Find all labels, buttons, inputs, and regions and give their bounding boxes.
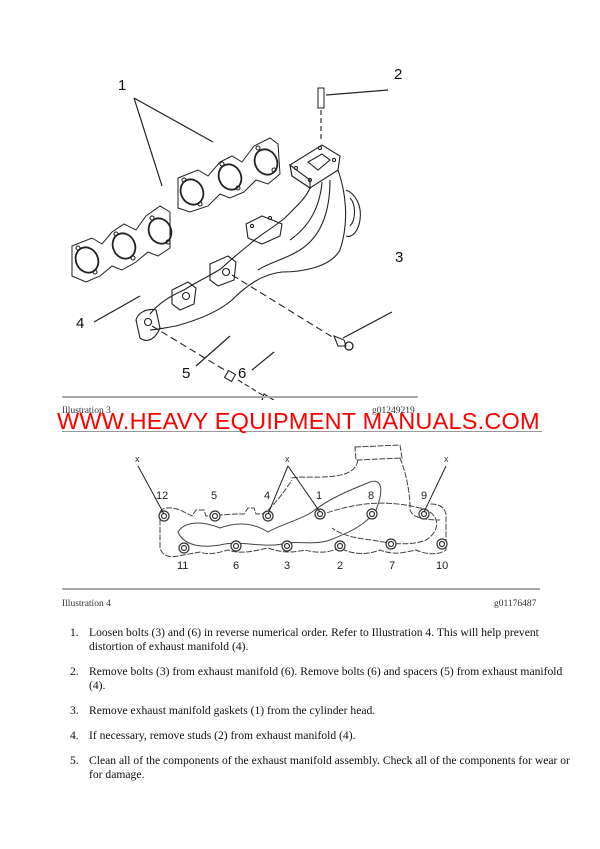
step-1: 1. Loosen bolts (3) and (6) in reverse n… <box>70 626 570 654</box>
callout-2: 2 <box>394 66 403 83</box>
step-text: Remove bolts (3) from exhaust manifold (… <box>89 665 563 692</box>
callout-1: 1 <box>118 77 127 94</box>
x-mark-right: x <box>444 454 449 464</box>
illustration-4-ref-id: g01176487 <box>494 599 537 609</box>
gasket-upper <box>177 137 281 213</box>
step-text: Clean all of the components of the exhau… <box>89 754 570 781</box>
illustration-3-ref-id: g01249219 <box>372 406 415 416</box>
step-number: 4. <box>70 729 79 742</box>
step-text: If necessary, remove studs (2) from exha… <box>89 729 356 742</box>
step-number: 2. <box>70 665 79 678</box>
step-5: 5. Clean all of the components of the ex… <box>70 754 570 782</box>
divider-illustration-3 <box>62 396 418 398</box>
watermark-underline <box>62 431 542 432</box>
procedure-steps: 1. Loosen bolts (3) and (6) in reverse n… <box>70 626 570 793</box>
bolt-label-6: 6 <box>233 560 240 572</box>
gasket-lower <box>71 205 173 283</box>
step-number: 1. <box>70 626 79 639</box>
callout-6: 6 <box>238 365 247 382</box>
step-text: Remove exhaust manifold gaskets (1) from… <box>89 704 376 717</box>
step-2: 2. Remove bolts (3) from exhaust manifol… <box>70 665 570 693</box>
watermark-text: WWW.HEAVY EQUIPMENT MANUALS.COM <box>57 408 540 434</box>
callout-4: 4 <box>76 315 85 332</box>
illustration-4-caption: Illustration 4 <box>62 599 111 609</box>
step-4: 4. If necessary, remove studs (2) from e… <box>70 729 570 743</box>
bolt-label-2: 2 <box>337 560 344 572</box>
step-number: 5. <box>70 754 79 767</box>
bolt-label-10: 10 <box>436 560 449 572</box>
bolt-label-8: 8 <box>368 490 375 502</box>
exhaust-manifold-exploded-diagram <box>71 87 393 400</box>
illustration-3-caption: Illustration 3 <box>62 406 111 416</box>
callout-3: 3 <box>395 249 404 266</box>
bolt-label-12: 12 <box>156 490 169 502</box>
step-text: Loosen bolts (3) and (6) in reverse nume… <box>89 626 539 653</box>
bolt-label-7: 7 <box>389 560 396 572</box>
bolt-label-4: 4 <box>264 490 271 502</box>
step-number: 3. <box>70 704 79 717</box>
bolt-label-3: 3 <box>284 560 291 572</box>
bolt-label-1: 1 <box>316 490 323 502</box>
callout-5: 5 <box>182 365 191 382</box>
bolt-label-5: 5 <box>211 490 218 502</box>
x-mark-center: x <box>285 454 290 464</box>
bolt-sequence-diagram <box>137 444 448 558</box>
step-3: 3. Remove exhaust manifold gaskets (1) f… <box>70 704 570 718</box>
divider-illustration-4 <box>62 588 540 590</box>
x-mark-left: x <box>135 454 140 464</box>
bolt-label-11: 11 <box>177 560 189 572</box>
bolt-label-9: 9 <box>421 490 428 502</box>
